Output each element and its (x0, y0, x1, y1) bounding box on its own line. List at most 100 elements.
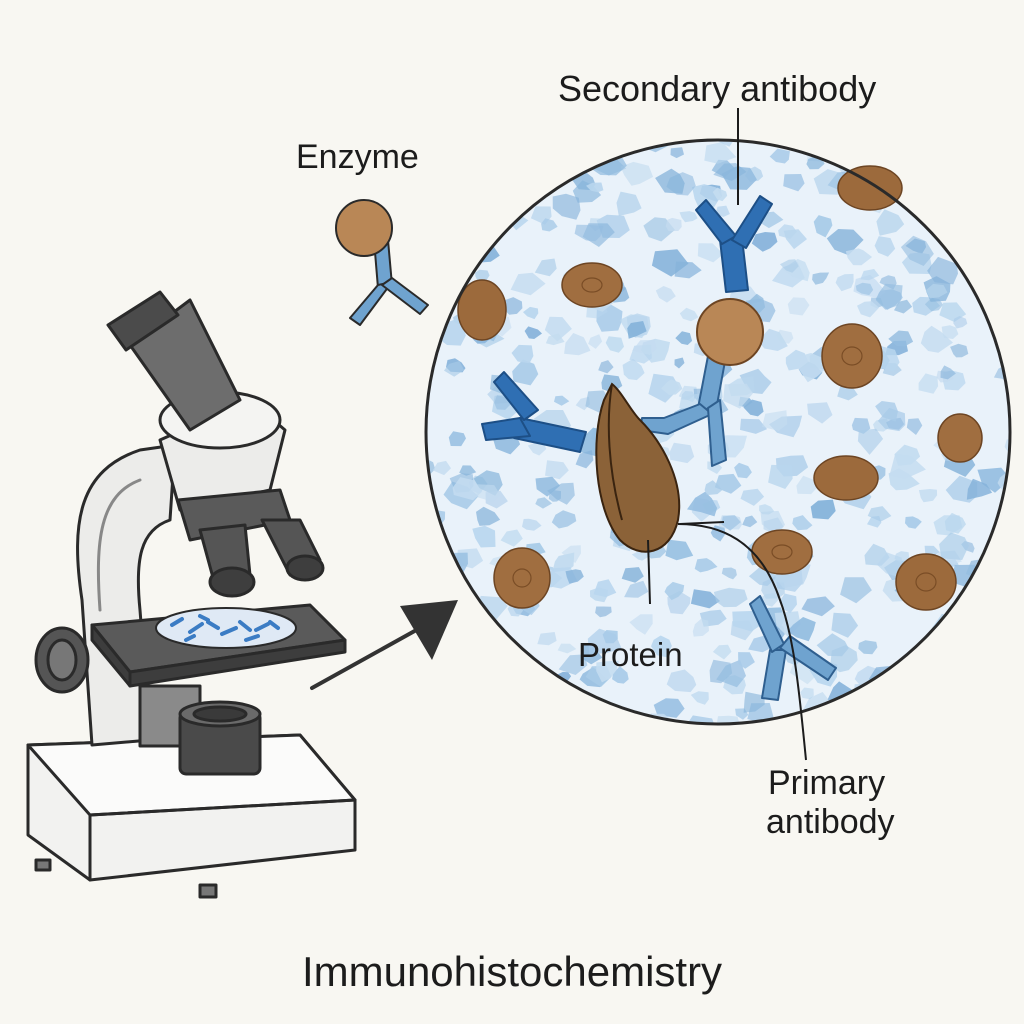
antibody-icon (481, 371, 587, 453)
tissue-speckle (679, 307, 699, 322)
tissue-speckle (816, 633, 849, 657)
tissue-speckle (580, 645, 603, 665)
tissue-speckle (858, 640, 878, 655)
tissue-speckle (554, 395, 570, 406)
tissue-speckle (977, 467, 1010, 493)
tissue-speckle (426, 458, 436, 476)
tissue-speckle (812, 272, 830, 285)
tissue-speckle (537, 632, 557, 646)
tissue-speckle (545, 460, 569, 480)
tissue-speckle (612, 666, 629, 684)
leader-lines (647, 108, 807, 761)
tissue-speckle (734, 462, 752, 479)
tissue-speckle (624, 580, 649, 598)
tissue-speckle (875, 283, 903, 310)
tissue-speckle (557, 643, 577, 654)
tissue-speckle (857, 428, 884, 455)
diagram-title: Immunohistochemistry (301, 948, 723, 995)
tissue-speckle (810, 499, 836, 520)
tissue-speckle (665, 539, 694, 561)
tissue-speckle (476, 506, 501, 526)
tissue-speckle (857, 301, 880, 318)
tissue-speckle (558, 654, 588, 675)
tissue-speckle (776, 329, 794, 344)
tissue-speckle (616, 191, 642, 216)
tissue-speckle (651, 249, 689, 277)
tissue-speckle (768, 464, 793, 489)
label-enzyme: Enzyme (296, 138, 419, 176)
tissue-speckle (716, 715, 740, 724)
label-primary-antibody: Primary antibody (766, 764, 895, 842)
tissue-speckle (704, 480, 723, 496)
tissue-speckle (927, 256, 958, 285)
tissue-speckle (712, 187, 728, 202)
tissue-speckle (940, 365, 956, 380)
tissue-speckle (900, 235, 934, 266)
tissue-speckle (905, 516, 922, 529)
tissue-speckle (692, 184, 722, 208)
tissue-speckle (769, 148, 790, 164)
tissue-speckle (831, 612, 859, 638)
tissue-speckle (534, 258, 557, 277)
tissue-speckle (798, 353, 825, 383)
tissue-speckle (944, 512, 966, 534)
label-secondary-antibody: Secondary antibody (558, 68, 877, 109)
tissue-speckle (918, 373, 939, 394)
tissue-speckle (653, 698, 685, 718)
tissue-speckle (941, 325, 959, 339)
tissue-speckle (876, 552, 903, 577)
tissue-speckle (888, 330, 914, 347)
tissue-speckle (535, 497, 552, 509)
tissue-speckle (595, 606, 612, 618)
tissue-speckle (918, 489, 938, 503)
leader-line-protein (647, 539, 651, 605)
tissue-speckle (512, 359, 539, 386)
tissue-speckle (813, 215, 833, 238)
tissue-speckle (800, 687, 814, 700)
tissue-speckle (697, 243, 724, 263)
protein-icon (595, 382, 681, 553)
tissue-speckle (452, 477, 483, 501)
tissue-speckle (783, 229, 807, 250)
enzyme-antibody-icon (335, 199, 429, 326)
tissue-speckle (561, 545, 581, 563)
tissue-speckle (681, 391, 695, 400)
label-primary-antibody-line1: Primary (768, 764, 886, 802)
tissue-speckle (792, 515, 813, 531)
tissue-speckle (651, 635, 672, 658)
tissue-speckle (502, 297, 523, 315)
cell-icon (457, 165, 983, 611)
tissue-speckle (475, 269, 490, 283)
tissue-speckle (565, 569, 584, 584)
slide-sample-icon (155, 607, 297, 649)
tissue-speckle (743, 691, 765, 713)
tissue-speckle (522, 518, 542, 531)
tissue-speckle (783, 174, 805, 192)
tissue-speckle (953, 316, 968, 329)
enzyme-antibody-icon (639, 298, 764, 467)
tissue-speckle (926, 283, 948, 299)
tissue-speckle (596, 660, 619, 683)
tissue-speckle (575, 396, 590, 411)
tissue-speckle (500, 529, 523, 547)
tissue-speckle (598, 360, 614, 374)
tissue-speckle (762, 410, 788, 431)
tissue-speckle (787, 297, 810, 316)
tissue-speckle (432, 460, 451, 476)
tissue-speckle (826, 229, 864, 256)
tissue-speckle (690, 589, 720, 609)
tissue-speckle (670, 147, 684, 159)
tissue-speckle (597, 149, 611, 161)
magnified-tissue-view (424, 138, 1012, 726)
tissue-speckle (738, 652, 755, 669)
microscope-icon (26, 290, 357, 899)
tissue-speckle (459, 465, 477, 476)
tissue-speckle (906, 418, 923, 435)
tissue-speckle (692, 618, 709, 637)
tissue-speckle (966, 478, 993, 500)
tissue-speckle (627, 321, 647, 339)
tissue-speckle (743, 399, 764, 417)
tissue-speckle (541, 218, 558, 232)
tissue-speckle (444, 361, 465, 377)
tissue-speckle (665, 217, 682, 232)
